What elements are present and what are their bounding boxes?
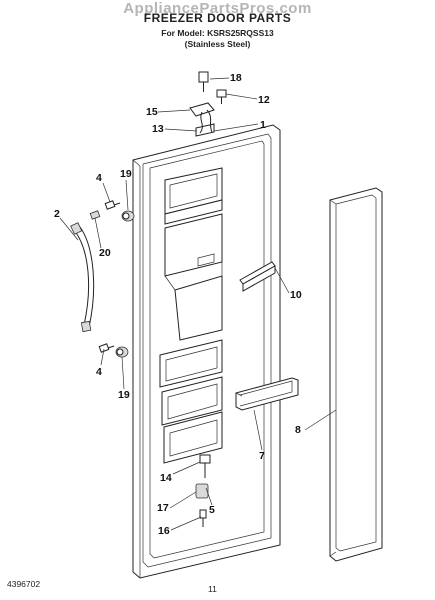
callout-18: 18 [230,72,242,84]
callout-17: 17 [157,502,169,514]
page-number: 11 [208,584,217,594]
watermark-text: AppliancePartsPros.com [123,0,312,17]
callout-19-lower: 19 [118,389,130,401]
callout-19-upper: 19 [120,168,132,180]
callout-20: 20 [99,247,111,259]
callout-14: 14 [160,472,172,484]
callout-8: 8 [295,424,301,436]
callout-13: 13 [152,123,164,135]
upper-door-shelf [164,167,223,225]
door-handle [70,222,95,333]
top-hinge-assembly [189,71,227,137]
callout-16: 16 [158,525,170,537]
door-gasket [329,187,383,562]
model-line: For Model: KSRS25RQSS13 [161,28,274,38]
finish-line: (Stainless Steel) [184,39,251,49]
lower-door-shelves [159,339,223,464]
lower-handle-fasteners [98,343,129,358]
callout-2: 2 [54,208,60,220]
callout-4-upper: 4 [96,172,102,184]
callout-5: 5 [209,504,215,516]
bottom-hinge-assembly [195,454,211,527]
door-bin [235,377,299,411]
callout-7: 7 [259,450,265,462]
document-number: 4396702 [7,579,41,589]
dispenser-trim [239,261,276,292]
dispenser-housing [164,213,223,341]
callout-12: 12 [258,94,270,106]
page-title: FREEZER DOOR PARTS [143,11,292,25]
callout-4-lower: 4 [96,366,102,378]
upper-handle-fasteners [89,200,135,222]
leader-lines [59,77,337,531]
callout-10: 10 [290,289,302,301]
callout-15: 15 [146,106,158,118]
callout-1: 1 [260,119,266,131]
